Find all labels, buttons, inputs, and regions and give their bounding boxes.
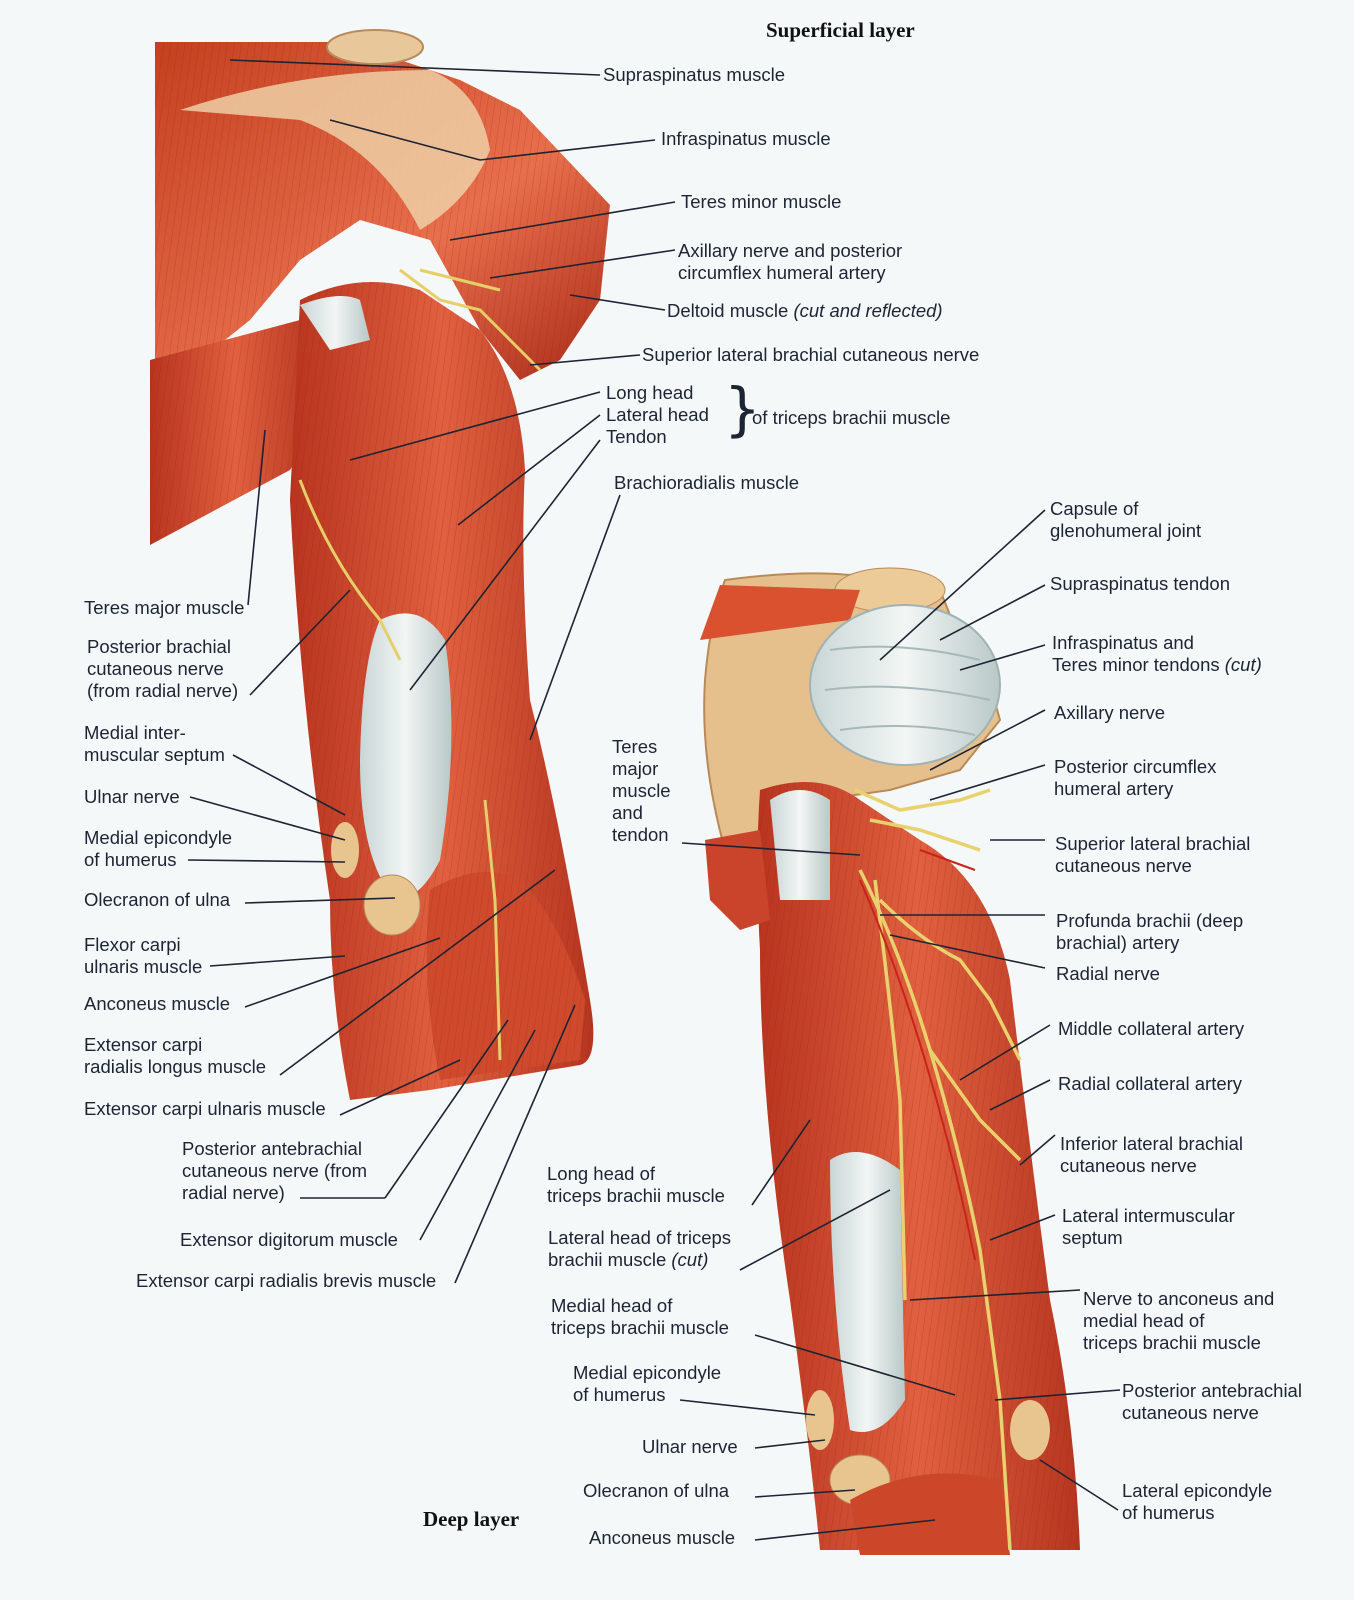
superficial-layer-heading: Superficial layer [766, 18, 915, 42]
label-lateral-epicondyle: Lateral epicondyle of humerus [1122, 1480, 1273, 1523]
label-supraspinatus-muscle: Supraspinatus muscle [603, 64, 786, 85]
label-long-head-triceps: Long head of triceps brachii muscle [547, 1163, 725, 1206]
triceps-brace-icon: } [724, 375, 761, 443]
label-anconeus-muscle: Anconeus muscle [84, 993, 231, 1014]
label-extensor-carpi-ulnaris: Extensor carpi ulnaris muscle [84, 1098, 326, 1119]
label-infraspinatus-muscle: Infraspinatus muscle [661, 128, 831, 149]
infra-teres-name: Infraspinatus and Teres minor tendons [1052, 632, 1220, 675]
label-capsule-glenohumeral-joint: Capsule of glenohumeral joint [1050, 498, 1202, 541]
label-lateral-head-triceps: Lateral head of triceps brachii muscle (… [548, 1227, 731, 1271]
leader-lines [187, 59, 1121, 1541]
label-extensor-digitorum: Extensor digitorum muscle [180, 1229, 398, 1250]
label-supraspinatus-tendon: Supraspinatus tendon [1050, 573, 1230, 594]
label-medial-epicondyle: Medial epicondyle of humerus [84, 827, 233, 870]
label-teres-minor-muscle: Teres minor muscle [681, 191, 842, 212]
label-radial-collateral-artery: Radial collateral artery [1058, 1073, 1243, 1094]
label-medial-intermuscular-septum: Medial inter- muscular septum [84, 722, 225, 765]
label-extensor-carpi-radialis-longus: Extensor carpi radialis longus muscle [84, 1034, 267, 1077]
label-nerve-to-anconeus: Nerve to anconeus and medial head of tri… [1083, 1288, 1275, 1353]
label-posterior-circumflex-artery: Posterior circumflex humeral artery [1054, 756, 1217, 799]
label-extensor-carpi-radialis-brevis: Extensor carpi radialis brevis muscle [136, 1270, 437, 1291]
label-axillary-nerve-circumflex-artery: Axillary nerve and posterior circumflex … [678, 240, 903, 283]
deep-layer-figure [700, 567, 1080, 1555]
label-superior-lateral-brachial-nerve-deep: Superior lateral brachial cutaneous nerv… [1055, 833, 1251, 876]
label-ulnar-nerve: Ulnar nerve [84, 786, 180, 807]
label-medial-epicondyle-deep: Medial epicondyle of humerus [573, 1362, 722, 1405]
label-posterior-antebrachial-nerve-deep: Posterior antebrachial cutaneous nerve [1122, 1380, 1302, 1423]
label-inferior-lateral-brachial-nerve: Inferior lateral brachial cutaneous nerv… [1060, 1133, 1244, 1176]
label-triceps-group: of triceps brachii muscle [752, 407, 951, 428]
label-radial-nerve: Radial nerve [1056, 963, 1160, 984]
label-ulnar-nerve-deep: Ulnar nerve [642, 1436, 738, 1457]
label-posterior-brachial-cutaneous-nerve: Posterior brachial cutaneous nerve (from… [87, 636, 239, 701]
label-lateral-intermuscular-septum: Lateral intermuscular septum [1062, 1205, 1235, 1248]
label-brachioradialis-muscle: Brachioradialis muscle [614, 472, 800, 493]
deep-layer-heading: Deep layer [423, 1507, 520, 1531]
label-anconeus-deep: Anconeus muscle [589, 1527, 736, 1548]
label-teres-major-muscle: Teres major muscle [84, 597, 245, 618]
label-deltoid-muscle: Deltoid muscle (cut and reflected) [667, 300, 943, 322]
label-profunda-brachii-artery: Profunda brachii (deep brachial) artery [1056, 910, 1244, 953]
label-olecranon-deep: Olecranon of ulna [583, 1480, 730, 1501]
label-superior-lateral-brachial-nerve: Superior lateral brachial cutaneous nerv… [642, 344, 980, 365]
lateral-head-note: (cut) [671, 1249, 709, 1270]
deltoid-name: Deltoid muscle [667, 300, 789, 321]
lateral-head-name: Lateral head of triceps brachii muscle [548, 1227, 732, 1270]
label-triceps-parts: Long head Lateral head Tendon [606, 382, 709, 447]
label-axillary-nerve: Axillary nerve [1054, 702, 1166, 723]
label-medial-head-triceps: Medial head of triceps brachii muscle [551, 1295, 729, 1338]
label-middle-collateral-artery: Middle collateral artery [1058, 1018, 1245, 1039]
label-olecranon-of-ulna: Olecranon of ulna [84, 889, 231, 910]
label-infraspinatus-teres-minor-tendons: Infraspinatus and Teres minor tendons (c… [1052, 632, 1262, 676]
label-posterior-antebrachial-nerve: Posterior antebrachial cutaneous nerve (… [182, 1138, 368, 1203]
superficial-layer-figure [150, 29, 610, 1100]
label-flexor-carpi-ulnaris: Flexor carpi ulnaris muscle [84, 934, 203, 977]
label-teres-major-muscle-tendon: Teres major muscle and tendon [612, 736, 671, 845]
deltoid-note: (cut and reflected) [793, 300, 943, 321]
infra-teres-note: (cut) [1224, 654, 1262, 675]
